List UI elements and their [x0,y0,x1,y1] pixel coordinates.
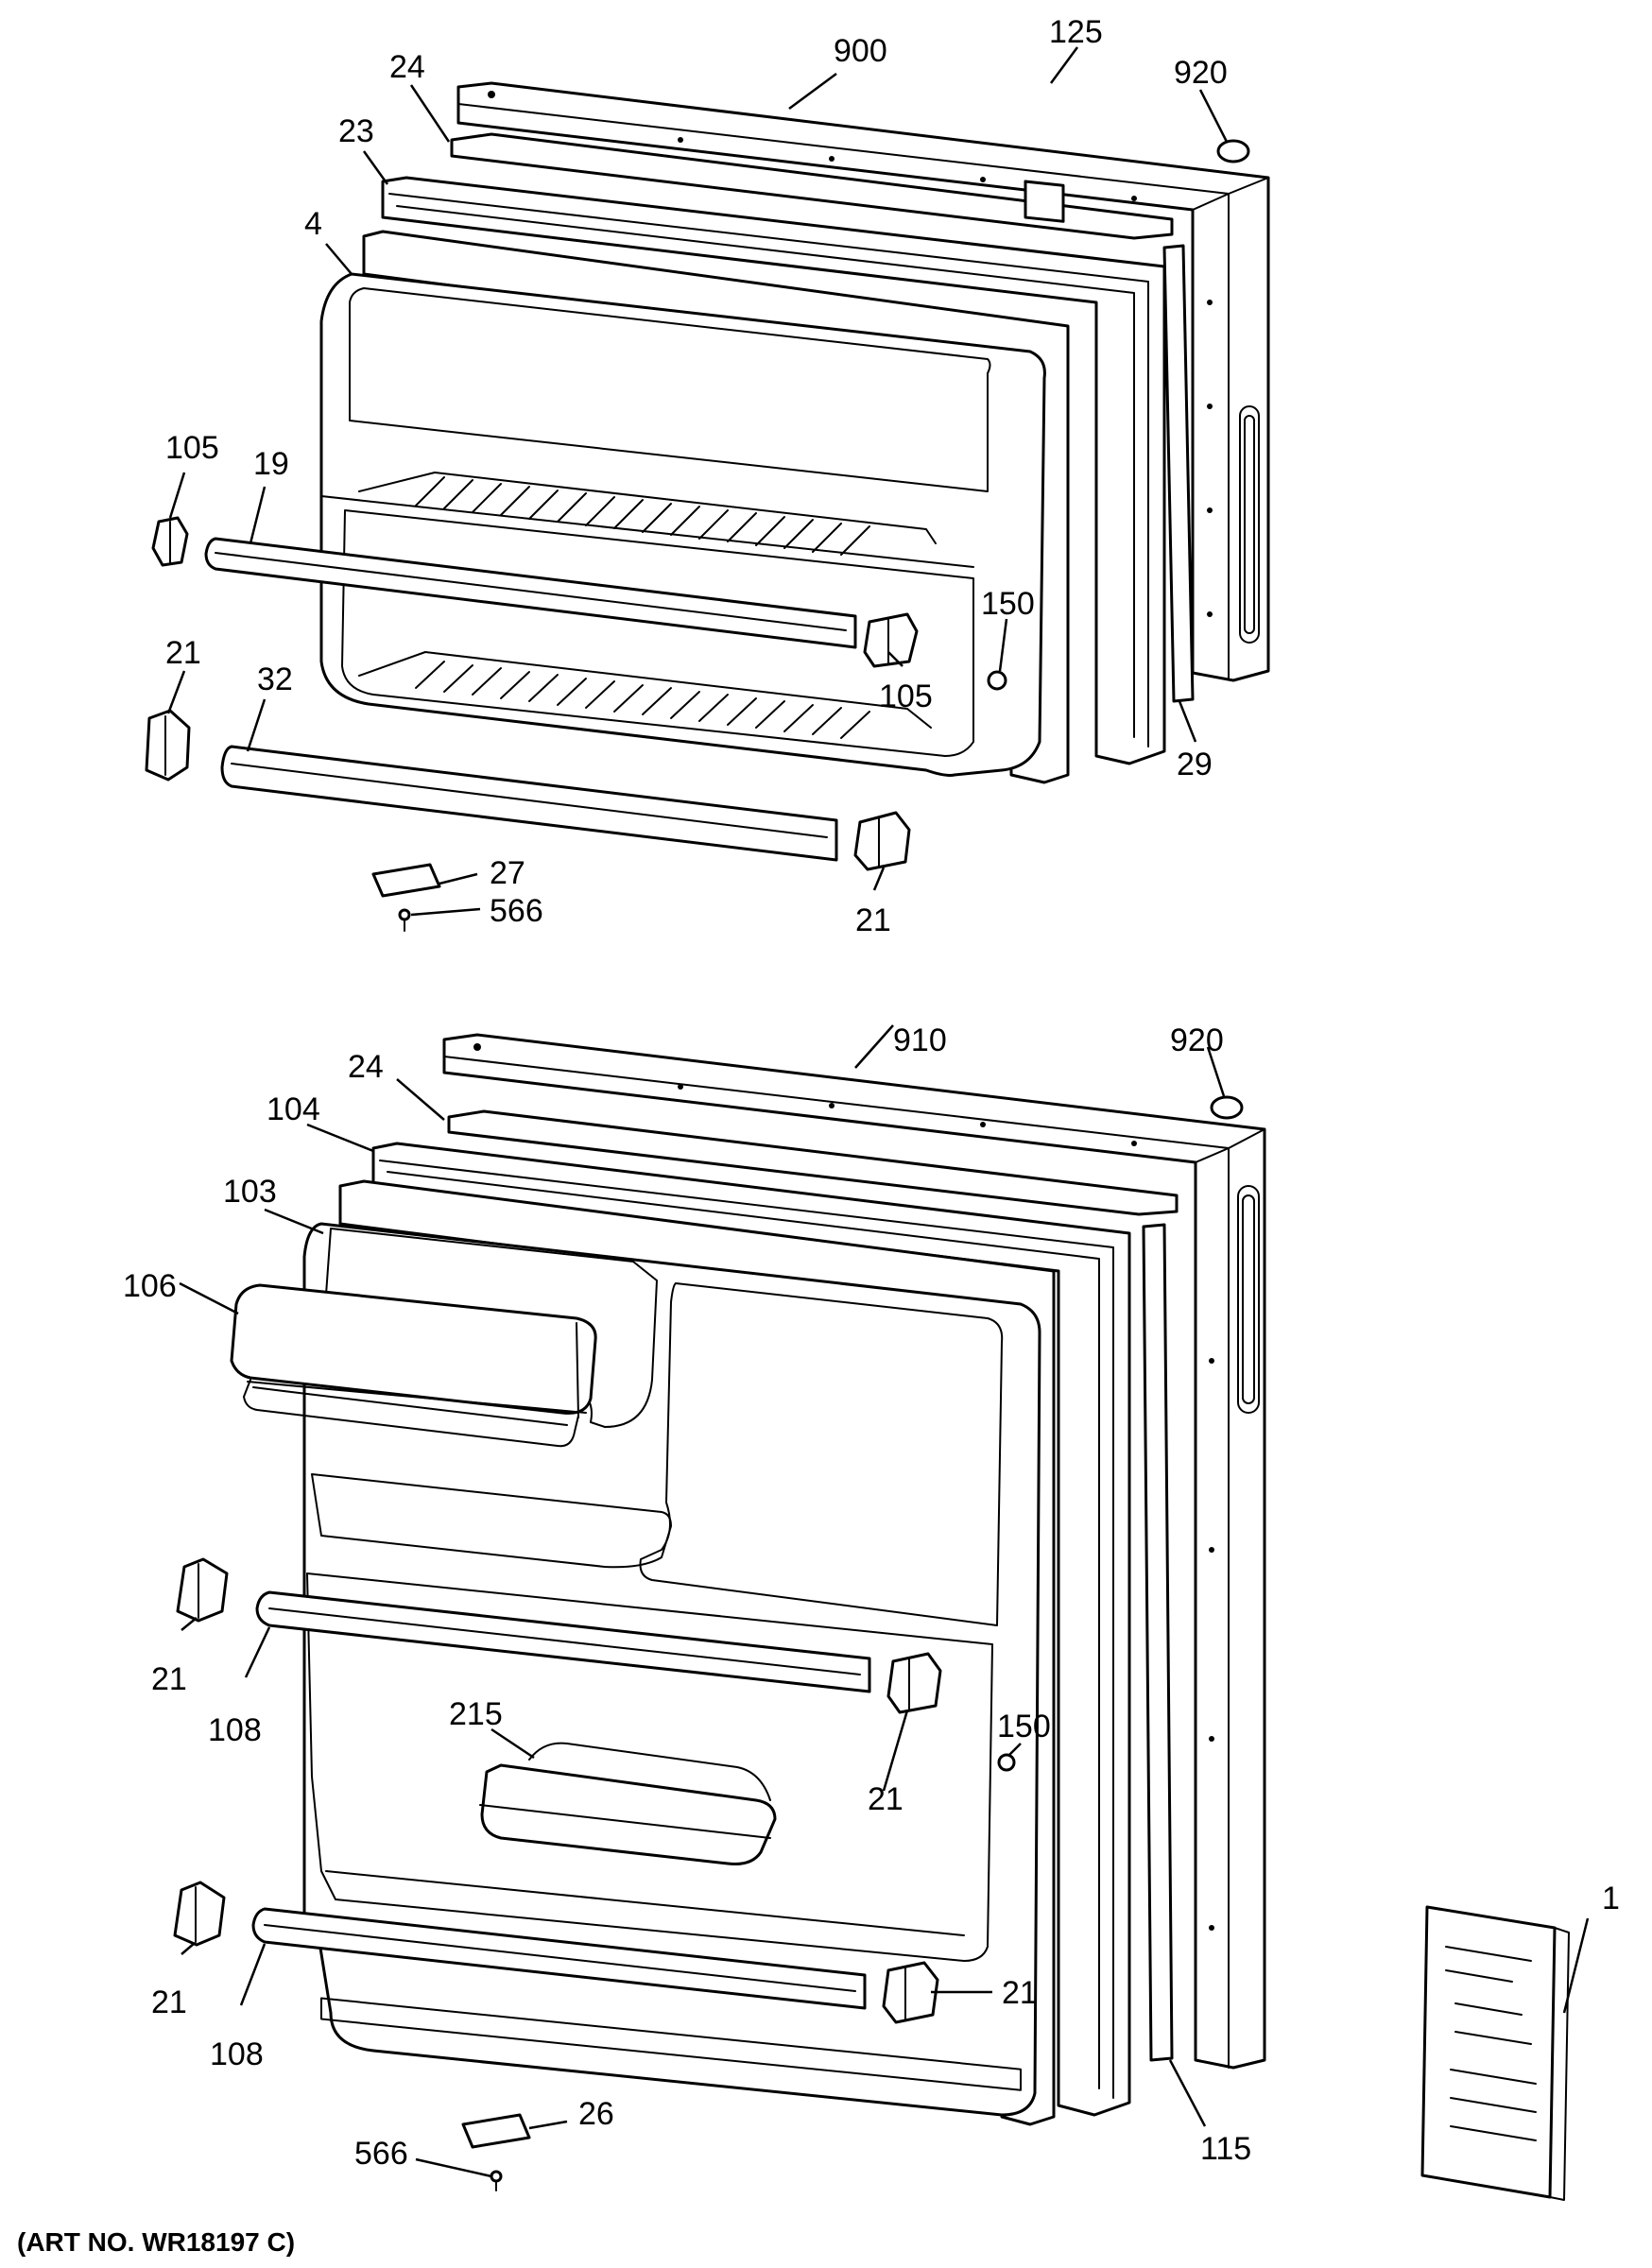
label-21-right-lower: 21 [1002,1975,1038,2011]
label-108-upper: 108 [208,1712,262,1748]
bracket-21-left-upper [176,1557,229,1623]
label-125: 125 [1049,14,1103,50]
label-104: 104 [267,1091,320,1127]
label-19: 19 [253,446,289,482]
label-150-top: 150 [981,586,1035,622]
callout-labels: 900 125 920 24 23 4 105 19 150 105 21 32… [17,14,1620,2257]
bracket-21-right-top [853,811,911,871]
label-21-left-upper: 21 [151,1661,187,1697]
shelf-bar-108-lower [251,1907,867,2010]
door-strip-24 [450,132,1174,240]
egg-tray-215 [479,1742,777,1865]
bracket-21-left-top [145,709,191,782]
freezer-shelf-ridges-upper [358,472,937,556]
label-21-left-lower: 21 [151,1984,187,2020]
label-920-top: 920 [1174,55,1228,91]
label-566-top: 566 [490,893,543,929]
label-26: 26 [578,2096,614,2132]
plate-26 [461,2113,531,2149]
label-920-bottom: 920 [1170,1022,1224,1058]
plug-920-bottom [1210,1095,1244,1120]
strip-115 [1142,1223,1174,2062]
manual-1 [1420,1905,1570,2201]
freezer-shelf-ridges-lower [358,651,932,739]
label-32: 32 [257,662,293,697]
strip-29 [1162,244,1195,703]
label-106: 106 [123,1268,177,1304]
shelf-bar-32 [220,745,838,862]
shelf-bar-19 [204,537,857,649]
label-4: 4 [304,206,322,242]
bracket-105-left [151,516,189,567]
label-21-right-upper: 21 [868,1781,903,1817]
label-105-right: 105 [879,679,933,714]
label-29: 29 [1177,747,1213,782]
part-125 [1024,180,1065,223]
label-23: 23 [338,113,374,149]
screw-566-bottom [490,2170,503,2191]
dairy-bin-106 [230,1283,597,1448]
bracket-21-right-upper [886,1652,942,1714]
label-215: 215 [449,1696,503,1732]
label-900: 900 [834,33,887,69]
door-liner-4 [319,230,1070,784]
plate-27 [371,863,441,898]
bracket-105-right [863,612,919,668]
label-108-lower: 108 [210,2036,264,2072]
door-strip-24-lower [447,1109,1179,1216]
art-number: (ART NO. WR18197 C) [17,2227,295,2257]
label-24-bottom: 24 [348,1049,384,1085]
label-1: 1 [1602,1881,1620,1916]
plug-920-top [1216,139,1250,163]
outer-door-panel-900 [456,81,1270,682]
bracket-21-right-lower [882,1961,939,2024]
label-103: 103 [223,1174,277,1210]
bracket-21-left-lower [173,1881,226,1947]
label-115: 115 [1200,2131,1251,2167]
label-21-right-top: 21 [855,902,891,938]
shelf-bar-108-upper [255,1590,871,1693]
screw-150-top [987,670,1007,691]
label-910: 910 [893,1022,947,1058]
label-105-left: 105 [165,430,219,466]
label-566-bottom: 566 [354,2136,408,2172]
freezer-door-assembly [145,81,1270,932]
fresh-food-door-assembly [173,1033,1266,2191]
label-27: 27 [490,855,525,891]
leader-lines [166,46,1590,2178]
label-21-left-top: 21 [165,635,201,671]
outer-door-panel-910 [442,1033,1266,2070]
label-24-top: 24 [389,49,425,85]
screw-150-bottom [997,1753,1016,1772]
label-150-bottom: 150 [997,1709,1051,1744]
screw-566-top [398,908,411,932]
gasket-23 [381,176,1166,765]
